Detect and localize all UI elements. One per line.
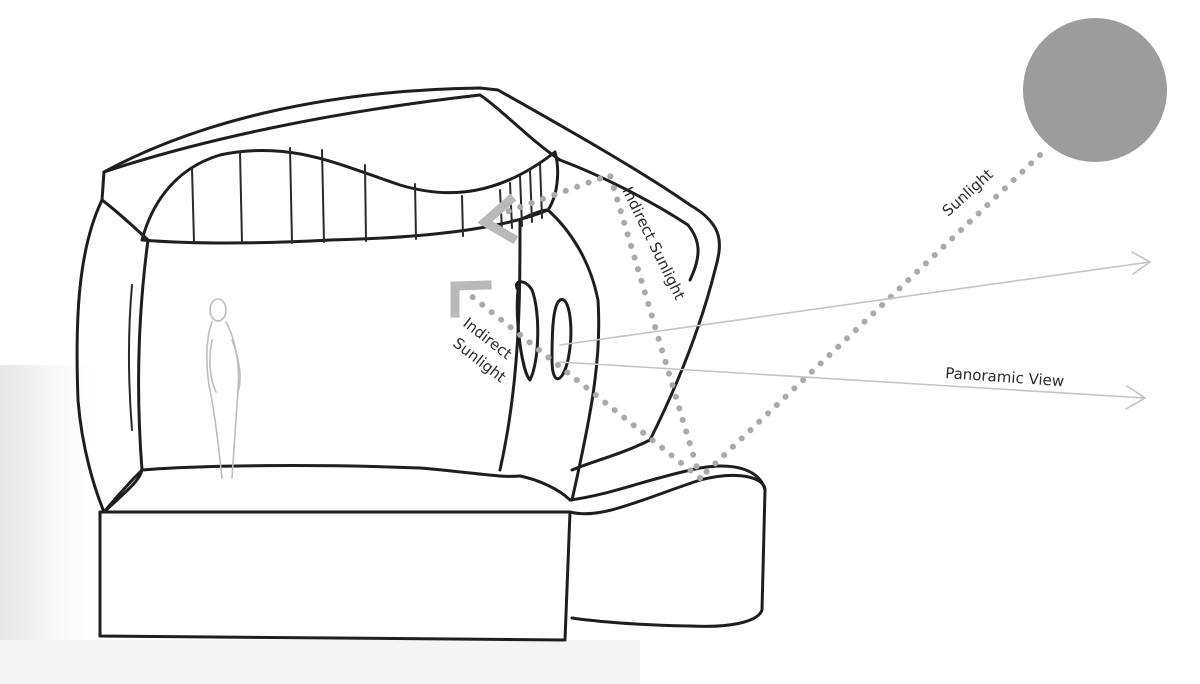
ground-shadow	[0, 365, 110, 684]
indirect-sunlight-roof-ray	[495, 171, 703, 481]
sunlight-ray	[697, 152, 1043, 481]
indirect-sunlight-wall-arrowhead	[450, 280, 492, 318]
shell-structure	[75, 86, 721, 514]
sunlight-label: Sunlight	[939, 165, 997, 220]
base-platform	[98, 464, 767, 642]
indirect-sunlight-roof-label: Indirect Sunlight	[618, 184, 688, 303]
indirect-sunlight-roof-arrowhead	[477, 193, 519, 245]
clerestory-window	[140, 147, 560, 245]
sun-icon	[1023, 18, 1167, 162]
indirect-sunlight-wall-ray	[467, 292, 703, 481]
person-icon	[206, 298, 241, 479]
panoramic-view-arrows	[559, 251, 1152, 410]
wall-openings	[515, 280, 573, 382]
ground-shadow-bottom	[0, 640, 640, 684]
